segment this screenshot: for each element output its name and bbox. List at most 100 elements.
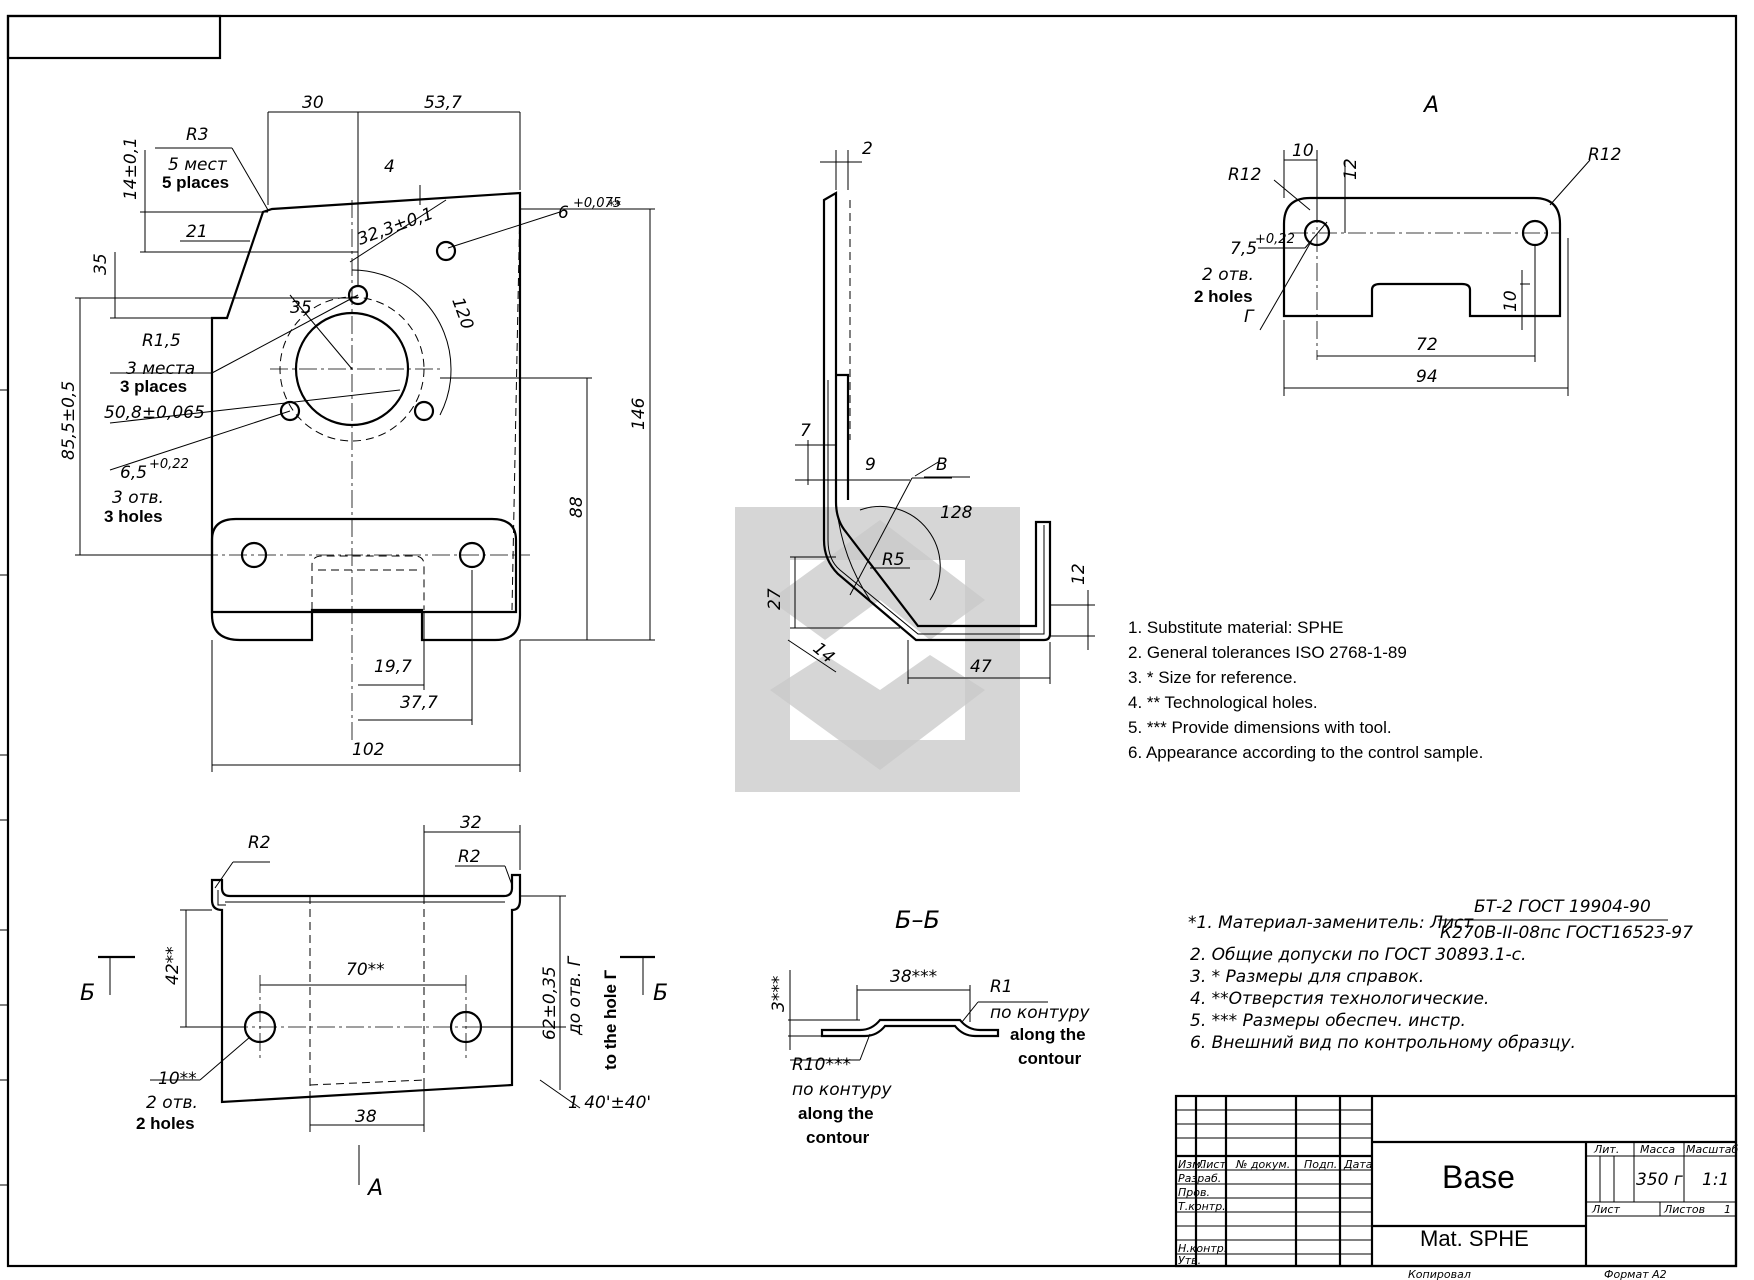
dim-35-left: 35 (91, 253, 111, 275)
watermark-logo (735, 507, 1020, 792)
dim-53-7: 53,7 (424, 93, 462, 113)
section-mark-right: Б (653, 981, 668, 1006)
dim-3-otv: 3 отв. (112, 488, 164, 508)
dim-50-8: 50,8±0,065 (104, 403, 205, 423)
note-ru-1-prefix: *1. Материал-заменитель: Лист (1188, 913, 1474, 933)
dim-6: 6 (558, 203, 569, 223)
dim-62-note-ru: до отв. Г (565, 955, 585, 1036)
title-block: Изм. Лист № докум. Подп. Дата Разраб. Пр… (1174, 1094, 1738, 1280)
dim-42: 42** (163, 946, 183, 985)
tb-dokum: № докум. (1235, 1158, 1290, 1171)
left-margin-ticks (0, 389, 8, 1186)
dim-5-places: 5 places (162, 173, 229, 192)
note-ru-3: 3. * Размеры для справок. (1190, 967, 1424, 987)
note-ru-2: 2. Общие допуски по ГОСТ 30893.1-с. (1190, 945, 1526, 965)
note-ru-4: 4. **Отверстия технологические. (1190, 989, 1489, 1009)
dim-r2-right: R2 (458, 847, 481, 867)
dim-12-a: 12 (1341, 158, 1361, 180)
dim-7-5-tol: +0,22 (1255, 232, 1295, 247)
note-en-3: 3. * Size for reference. (1128, 668, 1297, 687)
tb-sheets: Листов (1663, 1203, 1705, 1216)
dim-10-hole: 10** (158, 1069, 197, 1089)
section-b-b: Б–Б 38*** R1 3*** по контуру along the c… (769, 906, 1090, 1147)
dim-27: 27 (765, 588, 785, 610)
tb-sheet: Лист (1591, 1203, 1620, 1216)
label-b: B (936, 455, 948, 475)
tb-lit: Лит. (1593, 1143, 1619, 1156)
r1-ru-note: по контуру (990, 1003, 1090, 1023)
dim-r12-left: R12 (1228, 165, 1261, 185)
dim-120: 120 (447, 295, 477, 332)
dim-2-holes: 2 holes (1194, 287, 1253, 306)
tb-tkontr: Т.контр. (1178, 1200, 1226, 1213)
view-a-arrow-label: A (366, 1176, 383, 1201)
dim-14: 14±0,1 (121, 137, 141, 200)
tb-nkontr: Н.контр. (1178, 1242, 1227, 1255)
main-view: 30 53,7 R3 5 мест 5 places 14±0,1 35 21 … (59, 93, 655, 772)
dim-3-mesta: 3 места (126, 359, 195, 379)
r1-en-note-2: contour (1018, 1049, 1082, 1068)
dim-r1-5: R1,5 (142, 331, 181, 351)
dim-72: 72 (1416, 335, 1438, 355)
r10-ru-note: по контуру (792, 1080, 892, 1100)
dim-47: 47 (970, 657, 992, 677)
dim-32: 32 (460, 813, 482, 833)
dim-2-otv: 2 отв. (1202, 265, 1254, 285)
dim-128: 128 (940, 503, 973, 523)
tb-list: Лист (1197, 1158, 1226, 1171)
dim-r5: R5 (882, 550, 905, 570)
note-ru-6: 6. Внешний вид по контрольному образцу. (1190, 1033, 1576, 1053)
corner-stamp-box (6, 14, 222, 60)
sheet-frame (6, 14, 1738, 1268)
dim-70: 70** (346, 960, 385, 980)
dim-7: 7 (800, 421, 811, 441)
tb-data: Дата (1343, 1158, 1373, 1171)
bottom-view: R2 32 R2 Б Б 42** 70** 62±0,35 до отв. Г… (80, 813, 668, 1201)
tb-mass-value: 350 г (1636, 1170, 1683, 1190)
note-ru-1-bottom: К270В-II-08пс ГОСТ16523-97 (1440, 923, 1693, 943)
dim-4: 4 (384, 157, 395, 177)
dim-r1: R1 (990, 977, 1013, 997)
section-title: Б–Б (895, 906, 940, 934)
dim-21: 21 (186, 222, 208, 242)
dim-2-otv-b: 2 отв. (146, 1093, 198, 1113)
dim-85-5: 85,5±0,5 (59, 381, 79, 460)
dim-62-note-en: to the hole Г (601, 969, 620, 1070)
label-g: Г (1244, 307, 1255, 327)
dim-6-5-tol: +0,22 (149, 457, 189, 472)
dim-10-top: 10 (1292, 141, 1314, 161)
tb-sheets-n: 1 (1724, 1203, 1731, 1216)
dim-angle: 1 40'±40' (568, 1093, 651, 1113)
dim-5-mest: 5 мест (168, 155, 228, 175)
dim-r2-left: R2 (248, 833, 271, 853)
dim-6-tol: +0,075 (573, 196, 621, 211)
tb-izm: Изм. (1178, 1158, 1204, 1171)
dim-10-slot: 10 (1501, 290, 1521, 312)
dim-r12-right: R12 (1588, 145, 1621, 165)
dim-6-5: 6,5 (120, 463, 147, 483)
tb-format: Формат А2 (1604, 1268, 1667, 1280)
tb-massa: Масса (1640, 1143, 1675, 1156)
tb-prov: Пров. (1178, 1186, 1210, 1199)
dim-2-holes-b: 2 holes (136, 1114, 195, 1133)
dim-88: 88 (567, 496, 587, 518)
part-material: Mat. SPHE (1420, 1226, 1529, 1251)
section-mark-left: Б (80, 981, 95, 1006)
dim-35-hole: 35 (290, 298, 312, 318)
dim-37-7: 37,7 (400, 693, 438, 713)
note-en-6: 6. Appearance according to the control s… (1128, 743, 1483, 762)
tb-masshtab: Масштаб (1686, 1143, 1738, 1156)
view-a: A 10 12 R12 R12 7,5 +0,22 2 отв. 2 holes… (1194, 93, 1621, 396)
r10-en-note-1: along the (798, 1104, 874, 1123)
dim-3-holes: 3 holes (104, 507, 163, 526)
note-en-2: 2. General tolerances ISO 2768-1-89 (1128, 643, 1407, 662)
view-a-label: A (1422, 93, 1439, 118)
dim-38: 38 (355, 1107, 377, 1127)
r10-en-note-2: contour (806, 1128, 870, 1147)
dim-2: 2 (862, 139, 873, 159)
tb-utv: Утв. (1178, 1254, 1201, 1267)
dim-146: 146 (629, 397, 649, 430)
dim-3-stars: 3*** (769, 976, 789, 1012)
notes-english: 1. Substitute material: SPHE 2. General … (1128, 618, 1483, 762)
dim-32-3: 32,3±0,1 (355, 204, 436, 250)
